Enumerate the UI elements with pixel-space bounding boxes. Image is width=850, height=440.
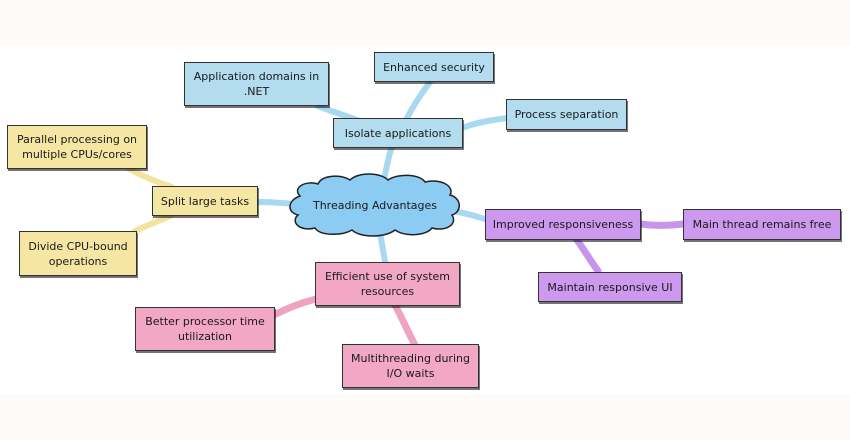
link-responsive-mainthread [636, 220, 687, 229]
link-isolate-security [402, 79, 433, 125]
link-split-parallel [125, 165, 175, 190]
leaf-label: Multithreading during I/O waits [351, 352, 470, 380]
branch-isolate-applications[interactable]: Isolate applications [333, 118, 463, 148]
branch-split-large-tasks[interactable]: Split large tasks [152, 186, 258, 216]
leaf-better-processor-time[interactable]: Better processor time utilization [135, 307, 275, 351]
link-isolate-process [459, 115, 511, 131]
leaf-label: Enhanced security [383, 60, 485, 74]
link-efficient-better [268, 295, 320, 320]
leaf-multithreading-io[interactable]: Multithreading during I/O waits [342, 344, 479, 388]
branch-label: Improved responsiveness [492, 218, 634, 231]
leaf-label: Better processor time utilization [145, 315, 265, 343]
leaf-label: Main thread remains free [692, 218, 832, 231]
leaf-label: Maintain responsive UI [547, 280, 673, 294]
leaf-label: Process separation [514, 108, 619, 121]
link-root-split [255, 199, 297, 207]
branch-improved-responsiveness[interactable]: Improved responsiveness [485, 209, 641, 240]
leaf-label: Parallel processing on multiple CPUs/cor… [16, 133, 138, 161]
branch-efficient-resources[interactable]: Efficient use of system resources [315, 262, 460, 306]
link-root-responsive [455, 209, 491, 223]
link-efficient-multithreading [391, 301, 419, 349]
leaf-maintain-responsive-ui[interactable]: Maintain responsive UI [538, 272, 682, 302]
leaf-process-separation[interactable]: Process separation [506, 99, 627, 130]
leaf-parallel-processing[interactable]: Parallel processing on multiple CPUs/cor… [7, 125, 147, 169]
link-responsive-ui [571, 233, 602, 275]
link-split-divide [132, 212, 175, 234]
leaf-label: Application domains in .NET [193, 70, 320, 98]
leaf-label: Divide CPU-bound operations [28, 239, 128, 268]
branch-label: Isolate applications [344, 126, 452, 140]
leaf-main-thread-free[interactable]: Main thread remains free [683, 209, 841, 240]
branch-label: Split large tasks [160, 194, 250, 208]
leaf-application-domains[interactable]: Application domains in .NET [184, 62, 329, 106]
leaf-enhanced-security[interactable]: Enhanced security [374, 52, 494, 82]
root-node-label: Threading Advantages [312, 199, 438, 212]
link-root-efficient [377, 229, 388, 265]
root-cloud-shape [289, 173, 460, 237]
branch-label: Efficient use of system resources [324, 270, 451, 298]
leaf-divide-cpu-bound[interactable]: Divide CPU-bound operations [19, 231, 137, 276]
